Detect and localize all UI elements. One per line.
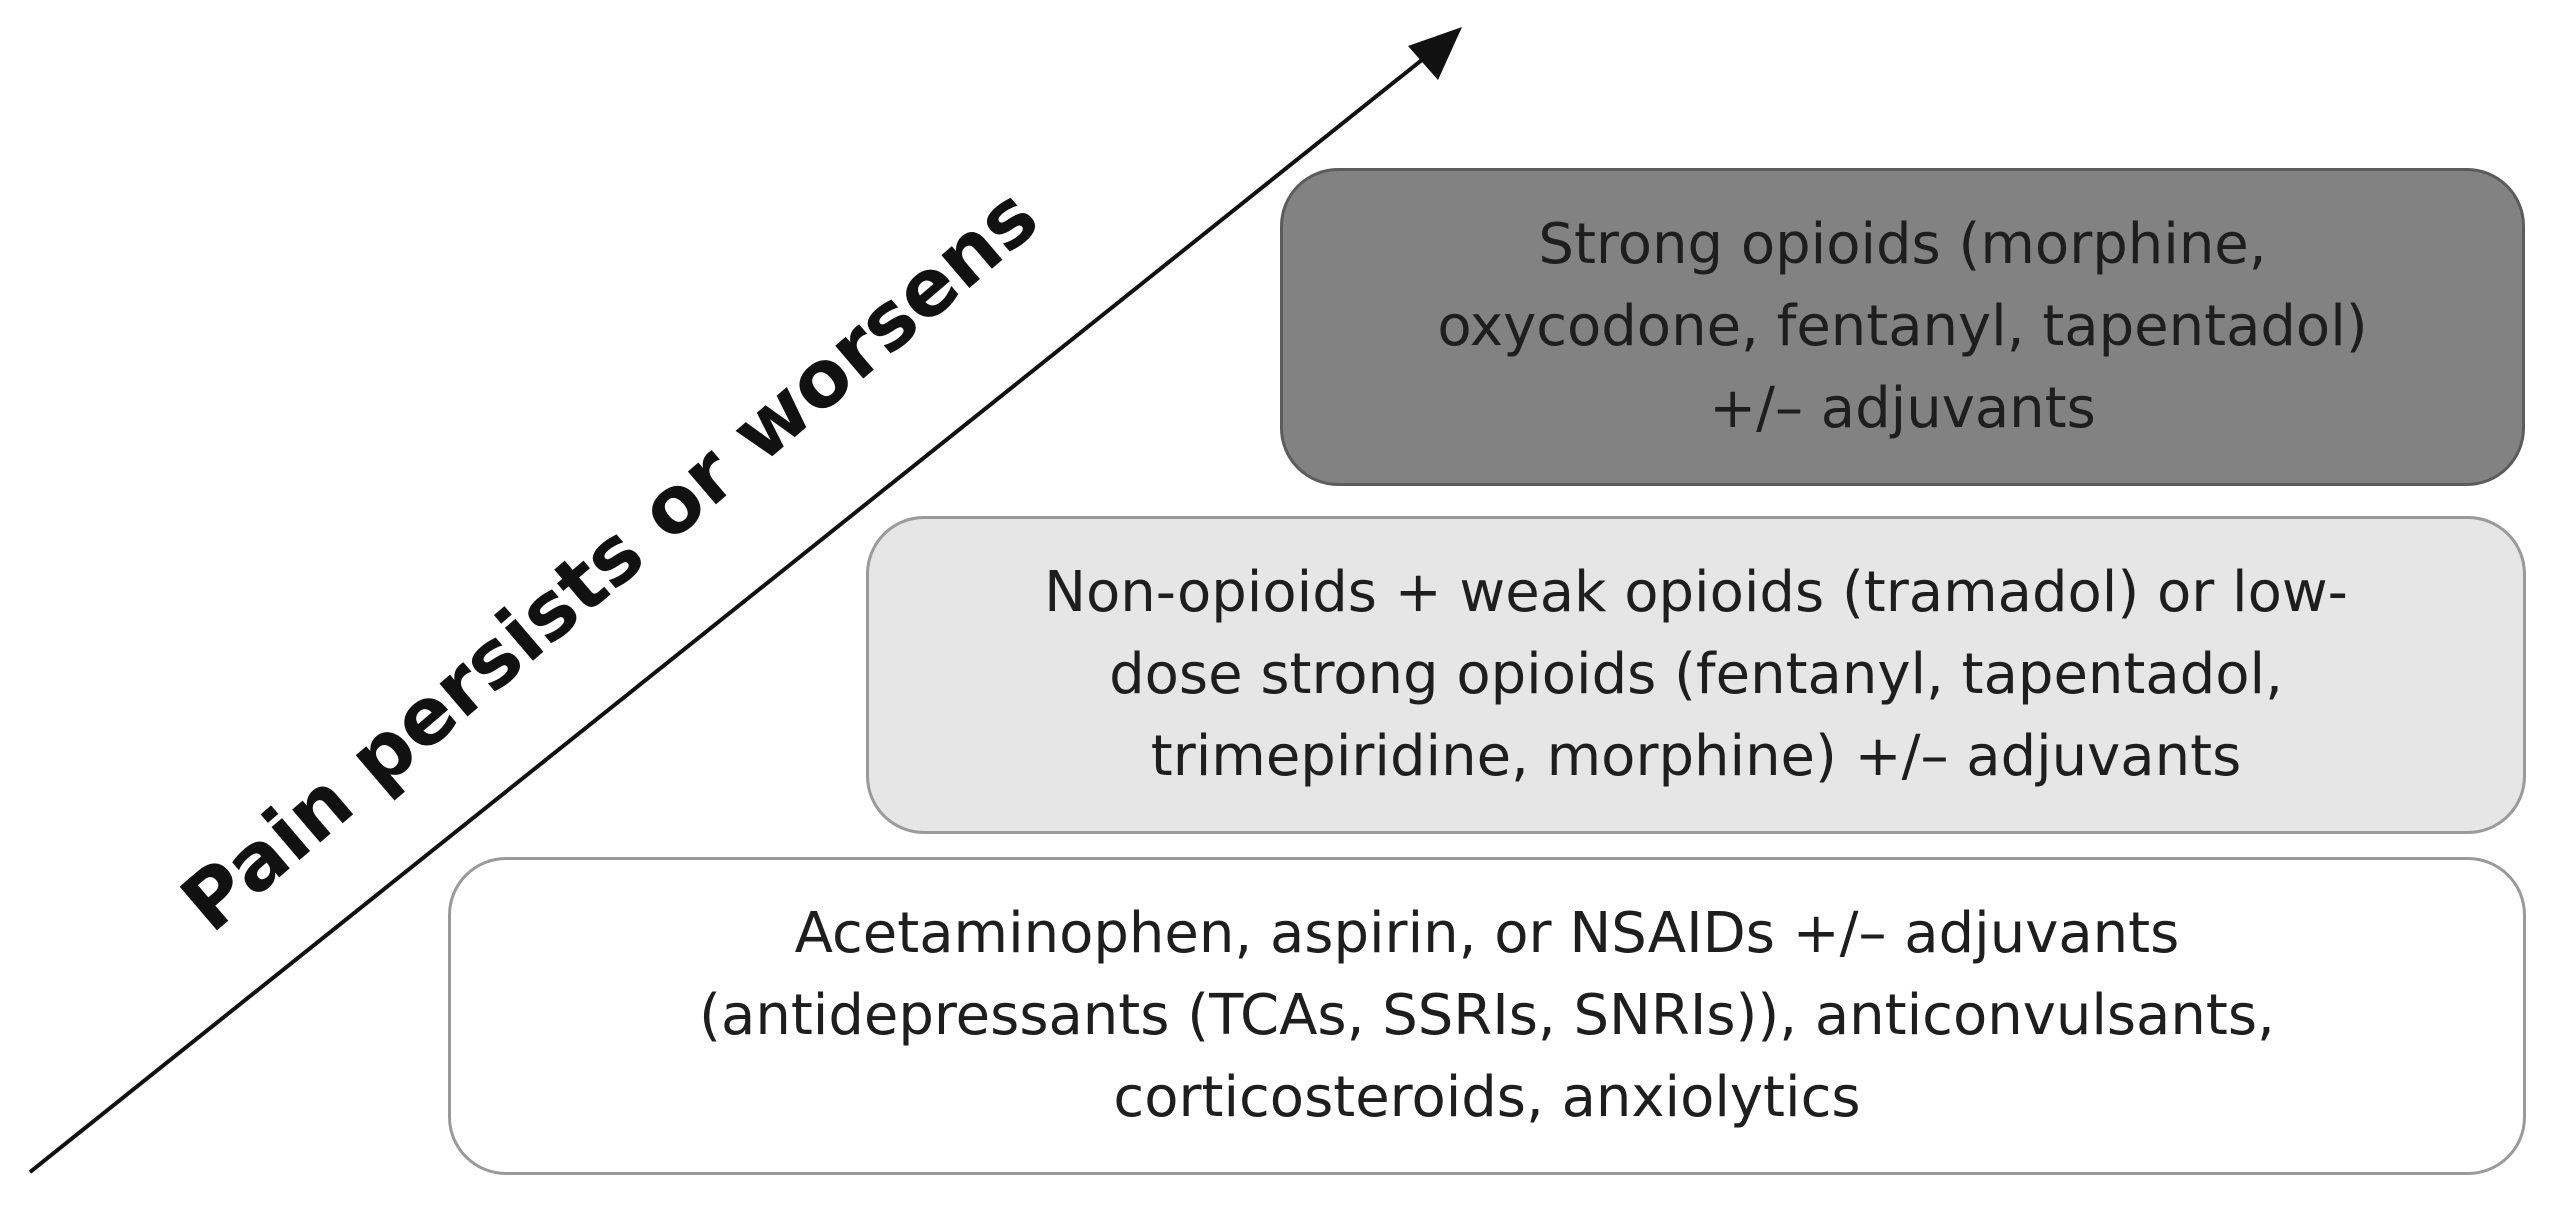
step-2-line-1: Non-opioids + weak opioids (tramadol) or… [1044,560,2348,625]
step-3-line-3: +/– adjuvants [1709,376,2096,441]
step-3-text: Strong opioids (morphine, oxycodone, fen… [1437,204,2367,450]
step-2-line-2: dose strong opioids (fentanyl, tapentado… [1109,642,2283,707]
step-2-text: Non-opioids + weak opioids (tramadol) or… [1044,552,2348,798]
step-1-non-opioids-box: Acetaminophen, aspirin, or NSAIDs +/– ad… [448,857,2526,1175]
step-1-text: Acetaminophen, aspirin, or NSAIDs +/– ad… [699,893,2275,1139]
step-3-strong-opioids-box: Strong opioids (morphine, oxycodone, fen… [1280,168,2525,486]
arrow-head [1408,27,1462,80]
step-2-weak-opioids-box: Non-opioids + weak opioids (tramadol) or… [866,516,2526,834]
step-1-line-2: (antidepressants (TCAs, SSRIs, SNRIs)), … [699,983,2275,1048]
arrow-shaft [28,53,1430,1174]
step-3-line-1: Strong opioids (morphine, [1538,212,2267,277]
step-1-line-1: Acetaminophen, aspirin, or NSAIDs +/– ad… [794,901,2180,966]
step-2-line-3: trimepiridine, morphine) +/– adjuvants [1150,724,2242,789]
step-1-line-3: corticosteroids, anxiolytics [1113,1065,1861,1130]
step-3-line-2: oxycodone, fentanyl, tapentadol) [1437,294,2368,359]
